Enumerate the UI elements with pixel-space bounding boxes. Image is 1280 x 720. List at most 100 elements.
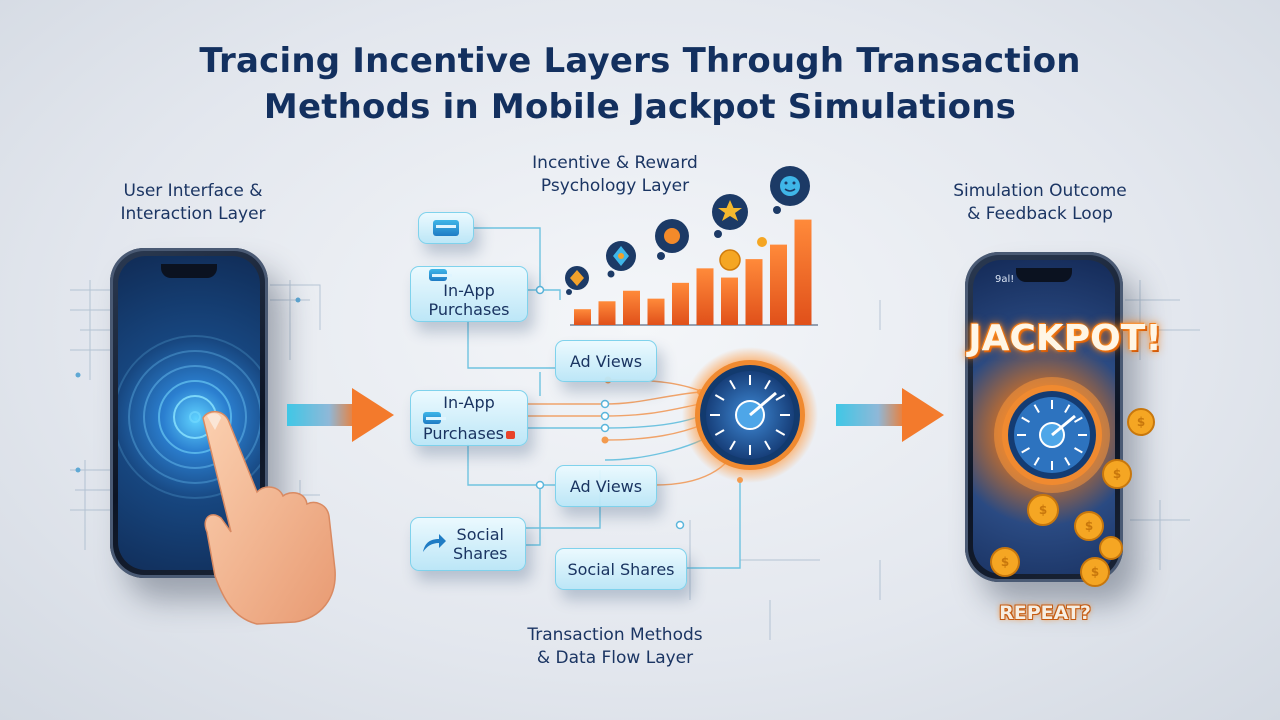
page-title: Tracing Incentive Layers Through Transac… xyxy=(0,38,1280,130)
dial-tick xyxy=(775,429,786,436)
dollar-coin-icon xyxy=(1027,494,1059,526)
reward-emotion-bubbles xyxy=(565,166,810,295)
in-app-purchases-box-mid: In-App Purchases xyxy=(410,390,528,446)
in-app-purchases-mid-line-2: Purchases xyxy=(423,424,515,443)
credit-card-icon xyxy=(433,220,459,236)
credit-card-icon xyxy=(423,412,446,424)
ad-views-top-text: Ad Views xyxy=(569,351,643,371)
incentive-layer-label: Incentive & Reward Psychology Layer xyxy=(490,152,740,198)
transaction-layer-line-1: Transaction Methods xyxy=(527,625,703,645)
dial-tick xyxy=(729,379,736,390)
flow-arrow-right xyxy=(836,404,906,426)
reward-bar-1 xyxy=(574,309,591,325)
arrow-head-left xyxy=(352,388,394,442)
dial-tick xyxy=(1021,447,1030,454)
svg-text:$: $ xyxy=(1113,467,1121,481)
diamond-bubble-icon xyxy=(606,241,636,278)
svg-text:$: $ xyxy=(1137,415,1145,429)
reward-bar-4 xyxy=(647,298,665,325)
in-app-purchases-top-line-1: In-App xyxy=(428,269,510,300)
reward-bar-8 xyxy=(745,259,763,325)
dial-tick xyxy=(1074,416,1083,423)
ui-layer-label: User Interface & Interaction Layer xyxy=(88,180,298,226)
phone-notch xyxy=(1016,268,1072,282)
dial-tick xyxy=(729,440,736,451)
dollar-coin-icon xyxy=(1080,557,1110,587)
status-bar-text: 9al! xyxy=(995,274,1015,285)
dial-tick xyxy=(714,394,725,401)
credit-card-tile xyxy=(418,212,474,244)
phone-notch xyxy=(161,264,217,278)
in-app-purchases-top-text-1: In-App xyxy=(443,281,495,300)
in-app-purchases-mid-line-1: In-App xyxy=(423,393,515,424)
svg-text:$: $ xyxy=(1039,503,1047,517)
ad-views-box-top: Ad Views xyxy=(555,340,657,382)
svg-text:$: $ xyxy=(1085,519,1093,533)
ad-views-box-mid: Ad Views xyxy=(555,465,657,507)
social-shares-left-line-1: Social xyxy=(456,525,504,544)
svg-text:$: $ xyxy=(1091,565,1099,579)
dial-tick xyxy=(764,379,771,390)
social-shares-box-bottom: Social Shares xyxy=(555,548,687,590)
arrow-head-right xyxy=(902,388,944,442)
play-ad-icon xyxy=(506,431,515,439)
dial-tick xyxy=(1074,447,1083,454)
incentive-layer-line-1: Incentive & Reward xyxy=(532,153,698,173)
in-app-purchases-mid-text-1: In-App xyxy=(443,393,495,412)
dial-tick xyxy=(714,429,725,436)
share-arrow-icon xyxy=(423,534,446,552)
dollar-coin-icon xyxy=(1074,511,1104,541)
bonus-bubble-icon xyxy=(655,219,689,260)
reward-bar-2 xyxy=(598,301,616,325)
title-line-1: Tracing Incentive Layers Through Transac… xyxy=(199,41,1081,81)
reward-bar-3 xyxy=(623,290,640,325)
user-phone xyxy=(110,248,268,578)
in-app-purchases-mid-text-2: Purchases xyxy=(423,424,504,443)
dial-wheel-icon xyxy=(994,377,1110,493)
dollar-coin-icon xyxy=(1127,408,1155,436)
transaction-layer-label: Transaction Methods & Data Flow Layer xyxy=(480,624,750,670)
dollar-coin-icon xyxy=(1102,459,1132,489)
reward-bar-7 xyxy=(721,277,738,325)
social-shares-left-line-2: Shares xyxy=(453,544,508,563)
transaction-layer-line-2: & Data Flow Layer xyxy=(536,648,694,668)
in-app-purchases-top-line-2: Purchases xyxy=(428,300,510,319)
ui-layer-line-1: User Interface & xyxy=(123,181,263,201)
dial-wheel-icon xyxy=(682,347,818,483)
coin-shower: $ $ $ $ $ $ xyxy=(990,408,1155,587)
smiley-bubble-icon xyxy=(770,166,810,214)
reward-bar-chart xyxy=(570,219,818,326)
flow-arrow-left xyxy=(287,404,357,426)
pointing-hand-icon xyxy=(202,410,336,625)
reward-bar-10 xyxy=(794,219,812,325)
social-shares-bottom-text: Social Shares xyxy=(567,559,675,579)
social-shares-box-left: Social Shares xyxy=(410,517,526,571)
dollar-coin-icon xyxy=(1099,536,1123,560)
svg-text:$: $ xyxy=(1001,555,1009,569)
star-bubble-icon xyxy=(712,194,748,238)
reward-bar-9 xyxy=(770,244,787,325)
ad-views-mid-text: Ad Views xyxy=(569,476,643,496)
reward-bar-5 xyxy=(672,282,689,325)
dial-tick xyxy=(775,394,786,401)
title-line-2: Methods in Mobile Jackpot Simulations xyxy=(263,87,1017,127)
dial-tick xyxy=(764,440,771,451)
jackpot-banner: JACKPOT! xyxy=(968,318,1162,359)
dial-tick xyxy=(1033,404,1040,413)
credit-card-icon xyxy=(428,269,452,281)
outcome-layer-line-1: Simulation Outcome xyxy=(953,181,1127,201)
dollar-coin-icon xyxy=(719,237,767,271)
outcome-layer-label: Simulation Outcome & Feedback Loop xyxy=(925,180,1155,226)
fist-bubble-icon xyxy=(565,266,589,295)
dial-tick xyxy=(1064,457,1071,466)
dial-tick xyxy=(1033,457,1040,466)
repeat-label: REPEAT? xyxy=(999,602,1091,624)
dollar-coin-icon xyxy=(990,547,1020,577)
dial-tick xyxy=(1021,416,1030,423)
incentive-layer-line-2: Psychology Layer xyxy=(540,176,690,196)
reward-bar-6 xyxy=(696,268,714,325)
ui-layer-line-2: Interaction Layer xyxy=(120,204,266,224)
dial-tick xyxy=(1064,404,1071,413)
in-app-purchases-box-top: In-App Purchases xyxy=(410,266,528,322)
